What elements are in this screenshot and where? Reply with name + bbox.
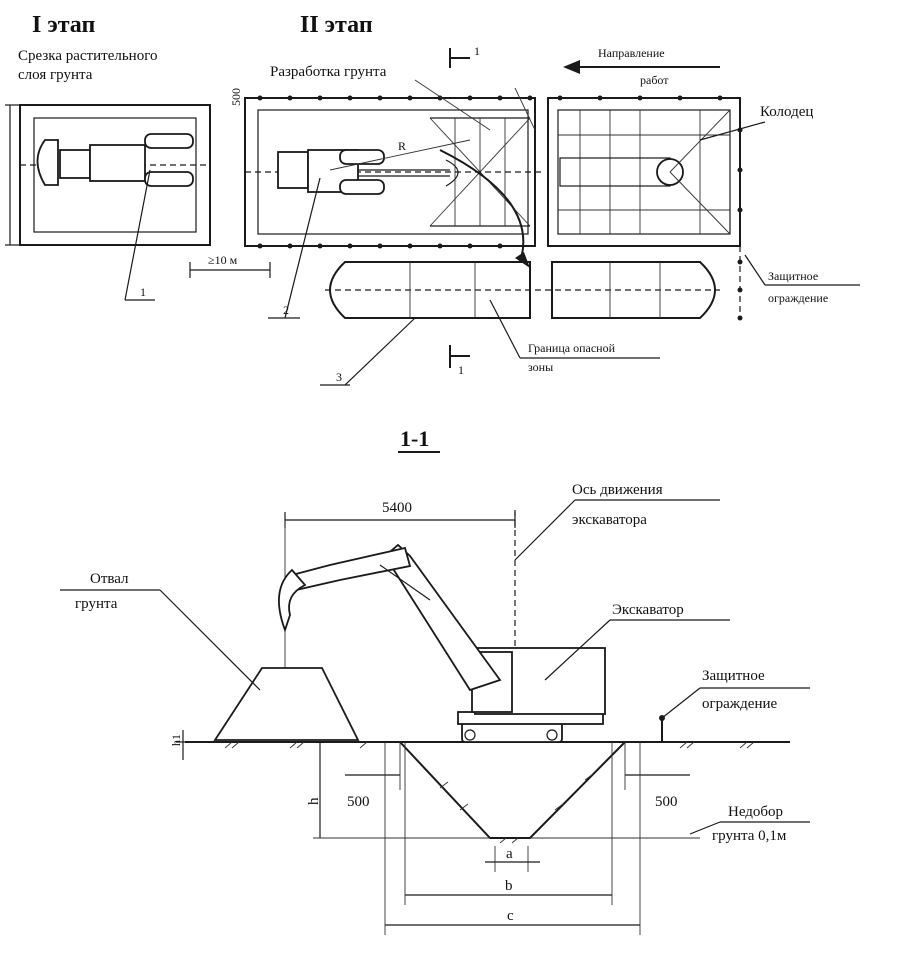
shortfall-line1: Недобор bbox=[728, 804, 783, 820]
trench-profile bbox=[399, 741, 626, 839]
dim-b: b bbox=[505, 878, 513, 894]
dim-c: c bbox=[507, 908, 514, 924]
stage2-title: II этап bbox=[300, 12, 373, 38]
stage2-dim-left: 500 bbox=[229, 88, 243, 106]
stage2-fence-line1: Защитное bbox=[768, 269, 818, 283]
stage2-label: Разработка грунта bbox=[270, 64, 387, 80]
bulldozer-cab bbox=[89, 144, 146, 182]
section-mark-top: 1 bbox=[474, 44, 480, 58]
stage2-item-3: 3 bbox=[336, 370, 342, 384]
stage2-fence-line2: ограждение bbox=[768, 291, 828, 305]
excavator-stick bbox=[290, 546, 412, 592]
direction-arrow-head-icon bbox=[563, 60, 580, 74]
well-label: Колодец bbox=[760, 104, 813, 120]
spoil-heap bbox=[213, 667, 360, 741]
dim-5400: 5400 bbox=[382, 500, 412, 516]
section-mark-bottom: 1 bbox=[458, 363, 464, 377]
fence-posts-bottom bbox=[257, 243, 503, 249]
section-title: 1-1 bbox=[400, 426, 429, 451]
section-fence-line1: Защитное bbox=[702, 668, 765, 684]
excavator-label: Экскаватор bbox=[612, 602, 684, 618]
stage1-label-line1: Срезка растительного bbox=[18, 48, 157, 64]
stage2-fence-right bbox=[547, 97, 741, 247]
excavator-side bbox=[278, 543, 606, 743]
danger-zone-boundary bbox=[439, 149, 525, 263]
dim-500-right: 500 bbox=[655, 794, 678, 810]
fence-posts-right bbox=[557, 95, 743, 213]
stage1-title: I этап bbox=[32, 12, 95, 38]
ground-hatch bbox=[224, 741, 755, 749]
stage1-plan: I этап Срезка растительного слоя грунта … bbox=[5, 12, 211, 301]
section-1-1: 1-1 5400 Ось движения экскаватора Отвал … bbox=[60, 426, 810, 935]
danger-label-line1: Граница опасной bbox=[528, 341, 616, 355]
direction-label-line1: Направление bbox=[598, 46, 665, 60]
stage2-plan: II этап Разработка грунта 1 Направление … bbox=[189, 12, 860, 386]
dim-500-left: 500 bbox=[347, 794, 370, 810]
bulldozer-track-top bbox=[144, 133, 194, 149]
axis-label-line1: Ось движения bbox=[572, 482, 663, 498]
dim-h: h bbox=[306, 797, 322, 805]
stage1-inner-zone bbox=[33, 117, 197, 233]
direction-label-line2: работ bbox=[640, 73, 669, 87]
excavator-plan-cab bbox=[277, 151, 309, 189]
spoil-heap-left bbox=[329, 261, 531, 319]
excavator-track bbox=[461, 721, 563, 743]
stage1-item-1: 1 bbox=[140, 285, 146, 299]
excavator-plan-bucket-icon bbox=[445, 159, 459, 187]
stage1-leader bbox=[124, 169, 151, 301]
bulldozer-track-bottom bbox=[144, 171, 194, 187]
section-fence-line2: ограждение bbox=[702, 696, 778, 712]
dim-a: a bbox=[506, 846, 513, 862]
fence-posts-top bbox=[257, 95, 533, 101]
spoil-label-line2: грунта bbox=[75, 596, 118, 612]
spoil-heap-right bbox=[551, 261, 716, 319]
trench-segment bbox=[559, 157, 671, 187]
stage1-zone-outline bbox=[19, 104, 211, 246]
spoil-label-line1: Отвал bbox=[90, 571, 129, 587]
bulldozer-body bbox=[59, 149, 91, 179]
excavator-bucket-icon bbox=[278, 568, 307, 633]
dim-h1: h1 bbox=[169, 734, 183, 746]
bulldozer-blade-icon bbox=[36, 139, 59, 186]
stage2-dim-gap: ≥10 м bbox=[208, 253, 238, 267]
shortfall-line2: грунта 0,1м bbox=[712, 828, 787, 844]
axis-label-line2: экскаватора bbox=[572, 512, 647, 528]
radius-label: R bbox=[398, 139, 406, 153]
stage2-item-2: 2 bbox=[283, 303, 289, 317]
stage1-label-line2: слоя грунта bbox=[18, 67, 93, 83]
danger-label-line2: зоны bbox=[528, 360, 553, 374]
